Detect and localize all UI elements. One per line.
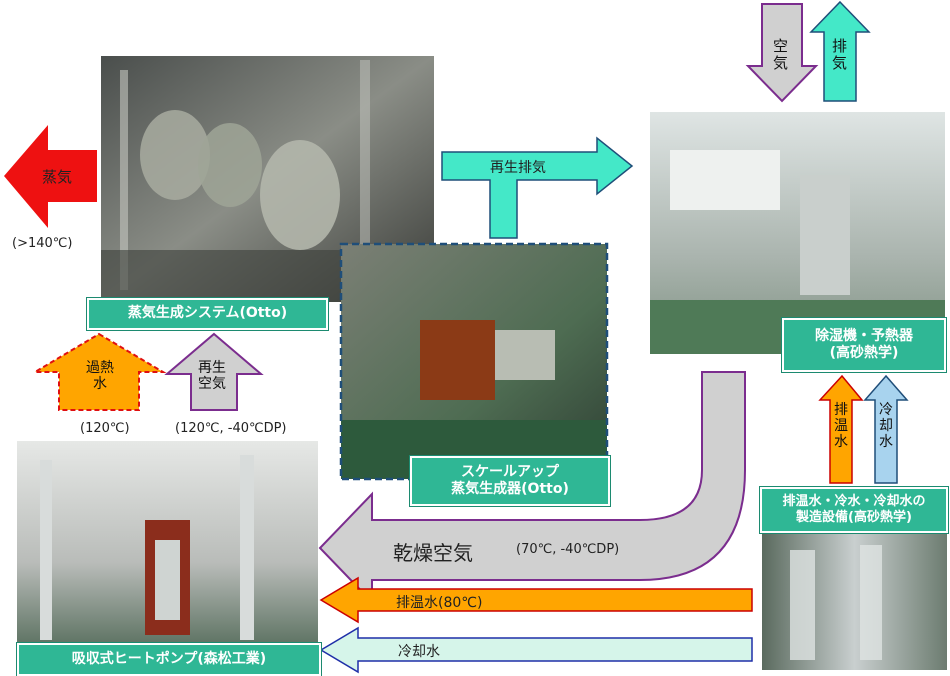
air-in-label: 空 気	[773, 37, 789, 73]
heat-pump-photo	[17, 441, 318, 644]
cooling-water-arrow	[319, 626, 753, 674]
regen-exhaust-arrow	[441, 136, 634, 239]
dry-air-arrow	[318, 371, 746, 605]
waste-hot-water-v-label: 排 温 水	[834, 402, 848, 451]
steam-temp: (>140℃)	[12, 236, 73, 251]
waste-hot-water-up-arrow	[818, 374, 864, 484]
scaleup-label: スケールアップ 蒸気生成器(Otto)	[410, 456, 610, 506]
steam-label: 蒸気	[42, 168, 73, 186]
waste-hot-water-label: 排温水(80℃)	[396, 595, 483, 611]
cooling-water-up-arrow	[863, 374, 909, 484]
regen-air-temp: (120℃, -40℃DP)	[175, 421, 287, 436]
regen-air-arrow	[164, 332, 264, 411]
regen-air-label: 再生 空気	[198, 360, 226, 393]
dehumidifier-photo	[650, 112, 945, 354]
regen-exhaust-label: 再生排気	[490, 160, 546, 176]
cooling-water-label: 冷却水	[398, 644, 440, 660]
dehumidifier-label: 除湿機・予熱器 (高砂熱学)	[782, 318, 946, 372]
heat-pump-label: 吸収式ヒートポンプ(森松工業)	[17, 643, 321, 676]
steam-arrow	[4, 125, 97, 228]
scaleup-photo	[339, 242, 609, 481]
water-production-photo	[762, 534, 947, 670]
exhaust-out-arrow	[809, 0, 871, 102]
superheated-water-label: 過熱 水	[86, 360, 114, 393]
cooling-water-v-label: 冷 却 水	[879, 402, 893, 451]
waste-hot-water-arrow	[319, 576, 753, 624]
dry-air-label: 乾燥空気	[393, 541, 473, 565]
dry-air-conditions: (70℃, -40℃DP)	[516, 542, 620, 557]
superheated-water-arrow	[31, 332, 167, 411]
air-in-arrow	[745, 3, 819, 103]
steam-system-label: 蒸気生成システム(Otto)	[87, 298, 328, 330]
water-production-label: 排温水・冷水・冷却水の 製造設備(高砂熱学)	[760, 487, 948, 533]
exhaust-out-label: 排 気	[832, 37, 848, 73]
superheated-water-temp: (120℃)	[80, 421, 130, 436]
